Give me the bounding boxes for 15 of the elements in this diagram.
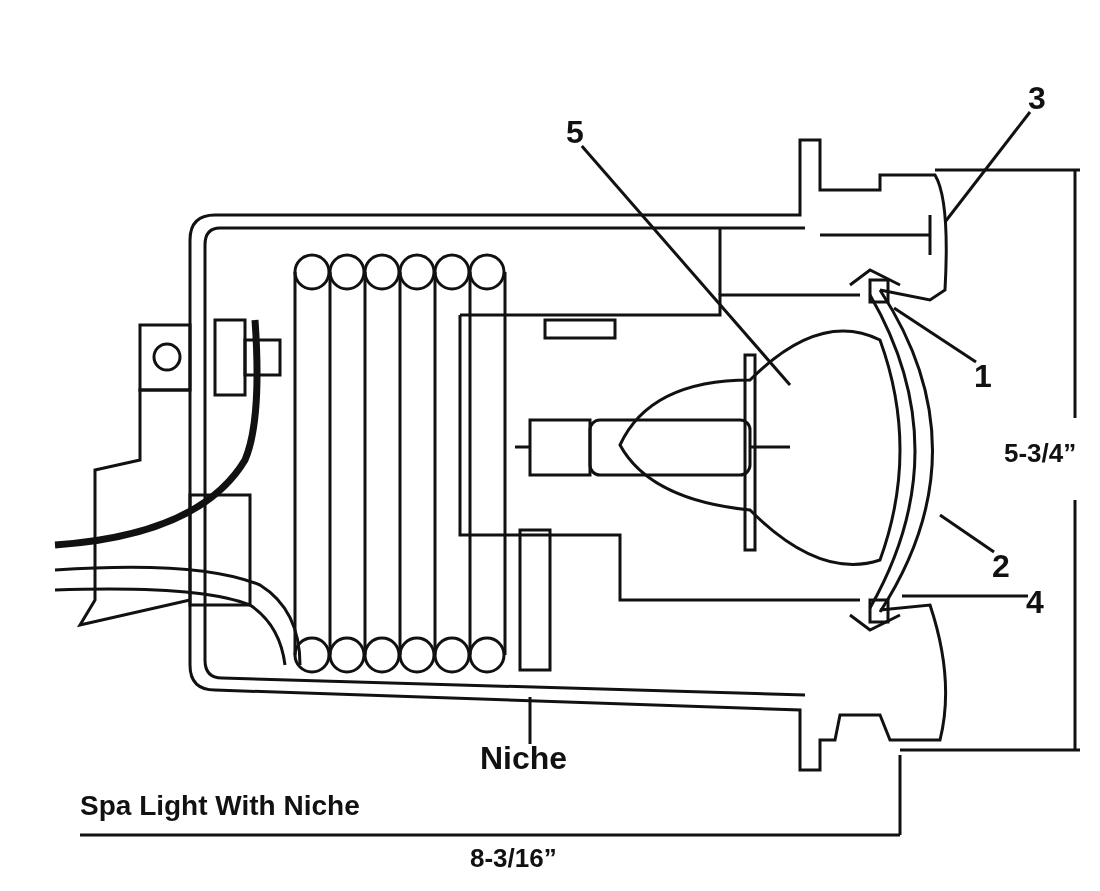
leader-line xyxy=(528,697,532,744)
part-label: Niche xyxy=(480,742,568,774)
dimension-label: 5-3/4” xyxy=(1004,440,1077,466)
callout-number: 1 xyxy=(974,360,992,392)
callout-number: 2 xyxy=(992,550,1010,582)
caption: Spa Light With Niche xyxy=(80,792,360,820)
dimension-label: 8-3/16” xyxy=(470,845,557,871)
callout-number: 3 xyxy=(1028,82,1046,114)
leader-line xyxy=(943,111,1032,223)
leader-line xyxy=(893,306,977,364)
leader-line xyxy=(939,513,995,554)
leader-line xyxy=(902,594,1028,598)
callout-number: 5 xyxy=(566,116,584,148)
leader-line xyxy=(580,145,792,386)
callout-number: 4 xyxy=(1026,586,1044,618)
